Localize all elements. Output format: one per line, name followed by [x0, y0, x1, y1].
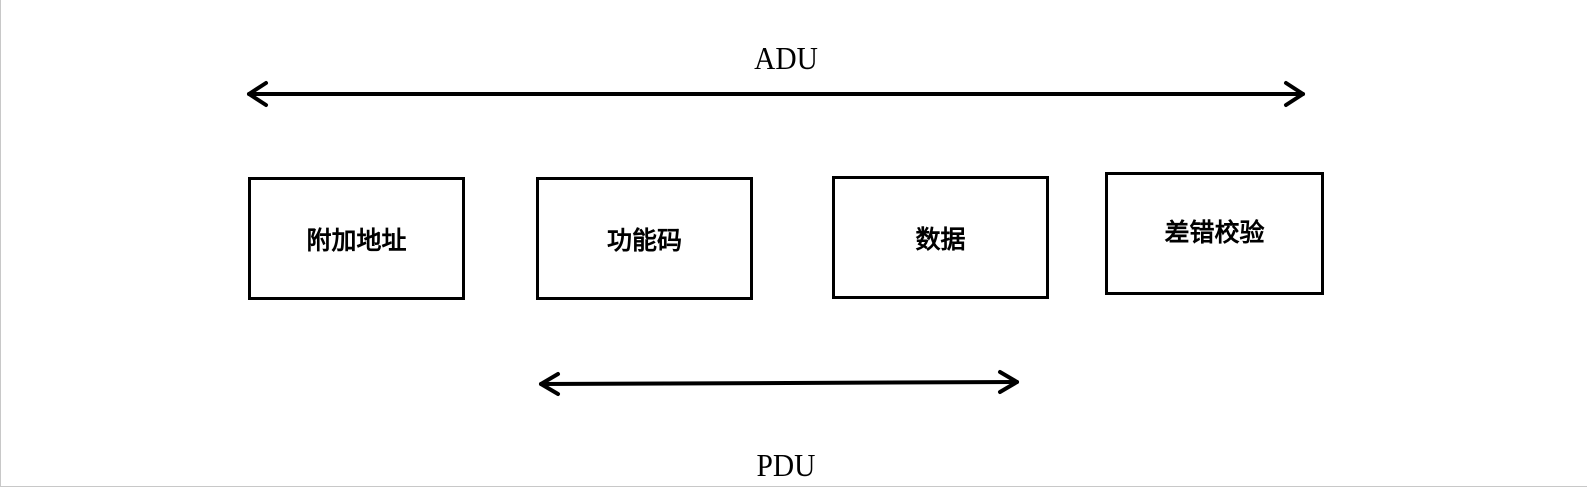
pdu-arrow-head-left — [539, 372, 560, 396]
adu-arrow-head-right — [1284, 81, 1305, 107]
adu-arrow-head-left — [247, 81, 268, 107]
field-label-data: 数据 — [915, 224, 966, 254]
field-box-address: 附加地址 — [248, 177, 465, 300]
pdu-arrow-head-right — [998, 370, 1019, 394]
adu-label: ADU — [754, 40, 818, 76]
field-label-address: 附加地址 — [306, 225, 407, 255]
field-box-error-check: 差错校验 — [1105, 172, 1324, 295]
field-label-error-check: 差错校验 — [1164, 217, 1265, 247]
field-box-function-code: 功能码 — [536, 177, 753, 300]
field-label-function-code: 功能码 — [606, 225, 682, 255]
pdu-label: PDU — [756, 447, 816, 483]
pdu-arrow-line — [539, 380, 1019, 386]
field-box-data: 数据 — [832, 176, 1049, 299]
